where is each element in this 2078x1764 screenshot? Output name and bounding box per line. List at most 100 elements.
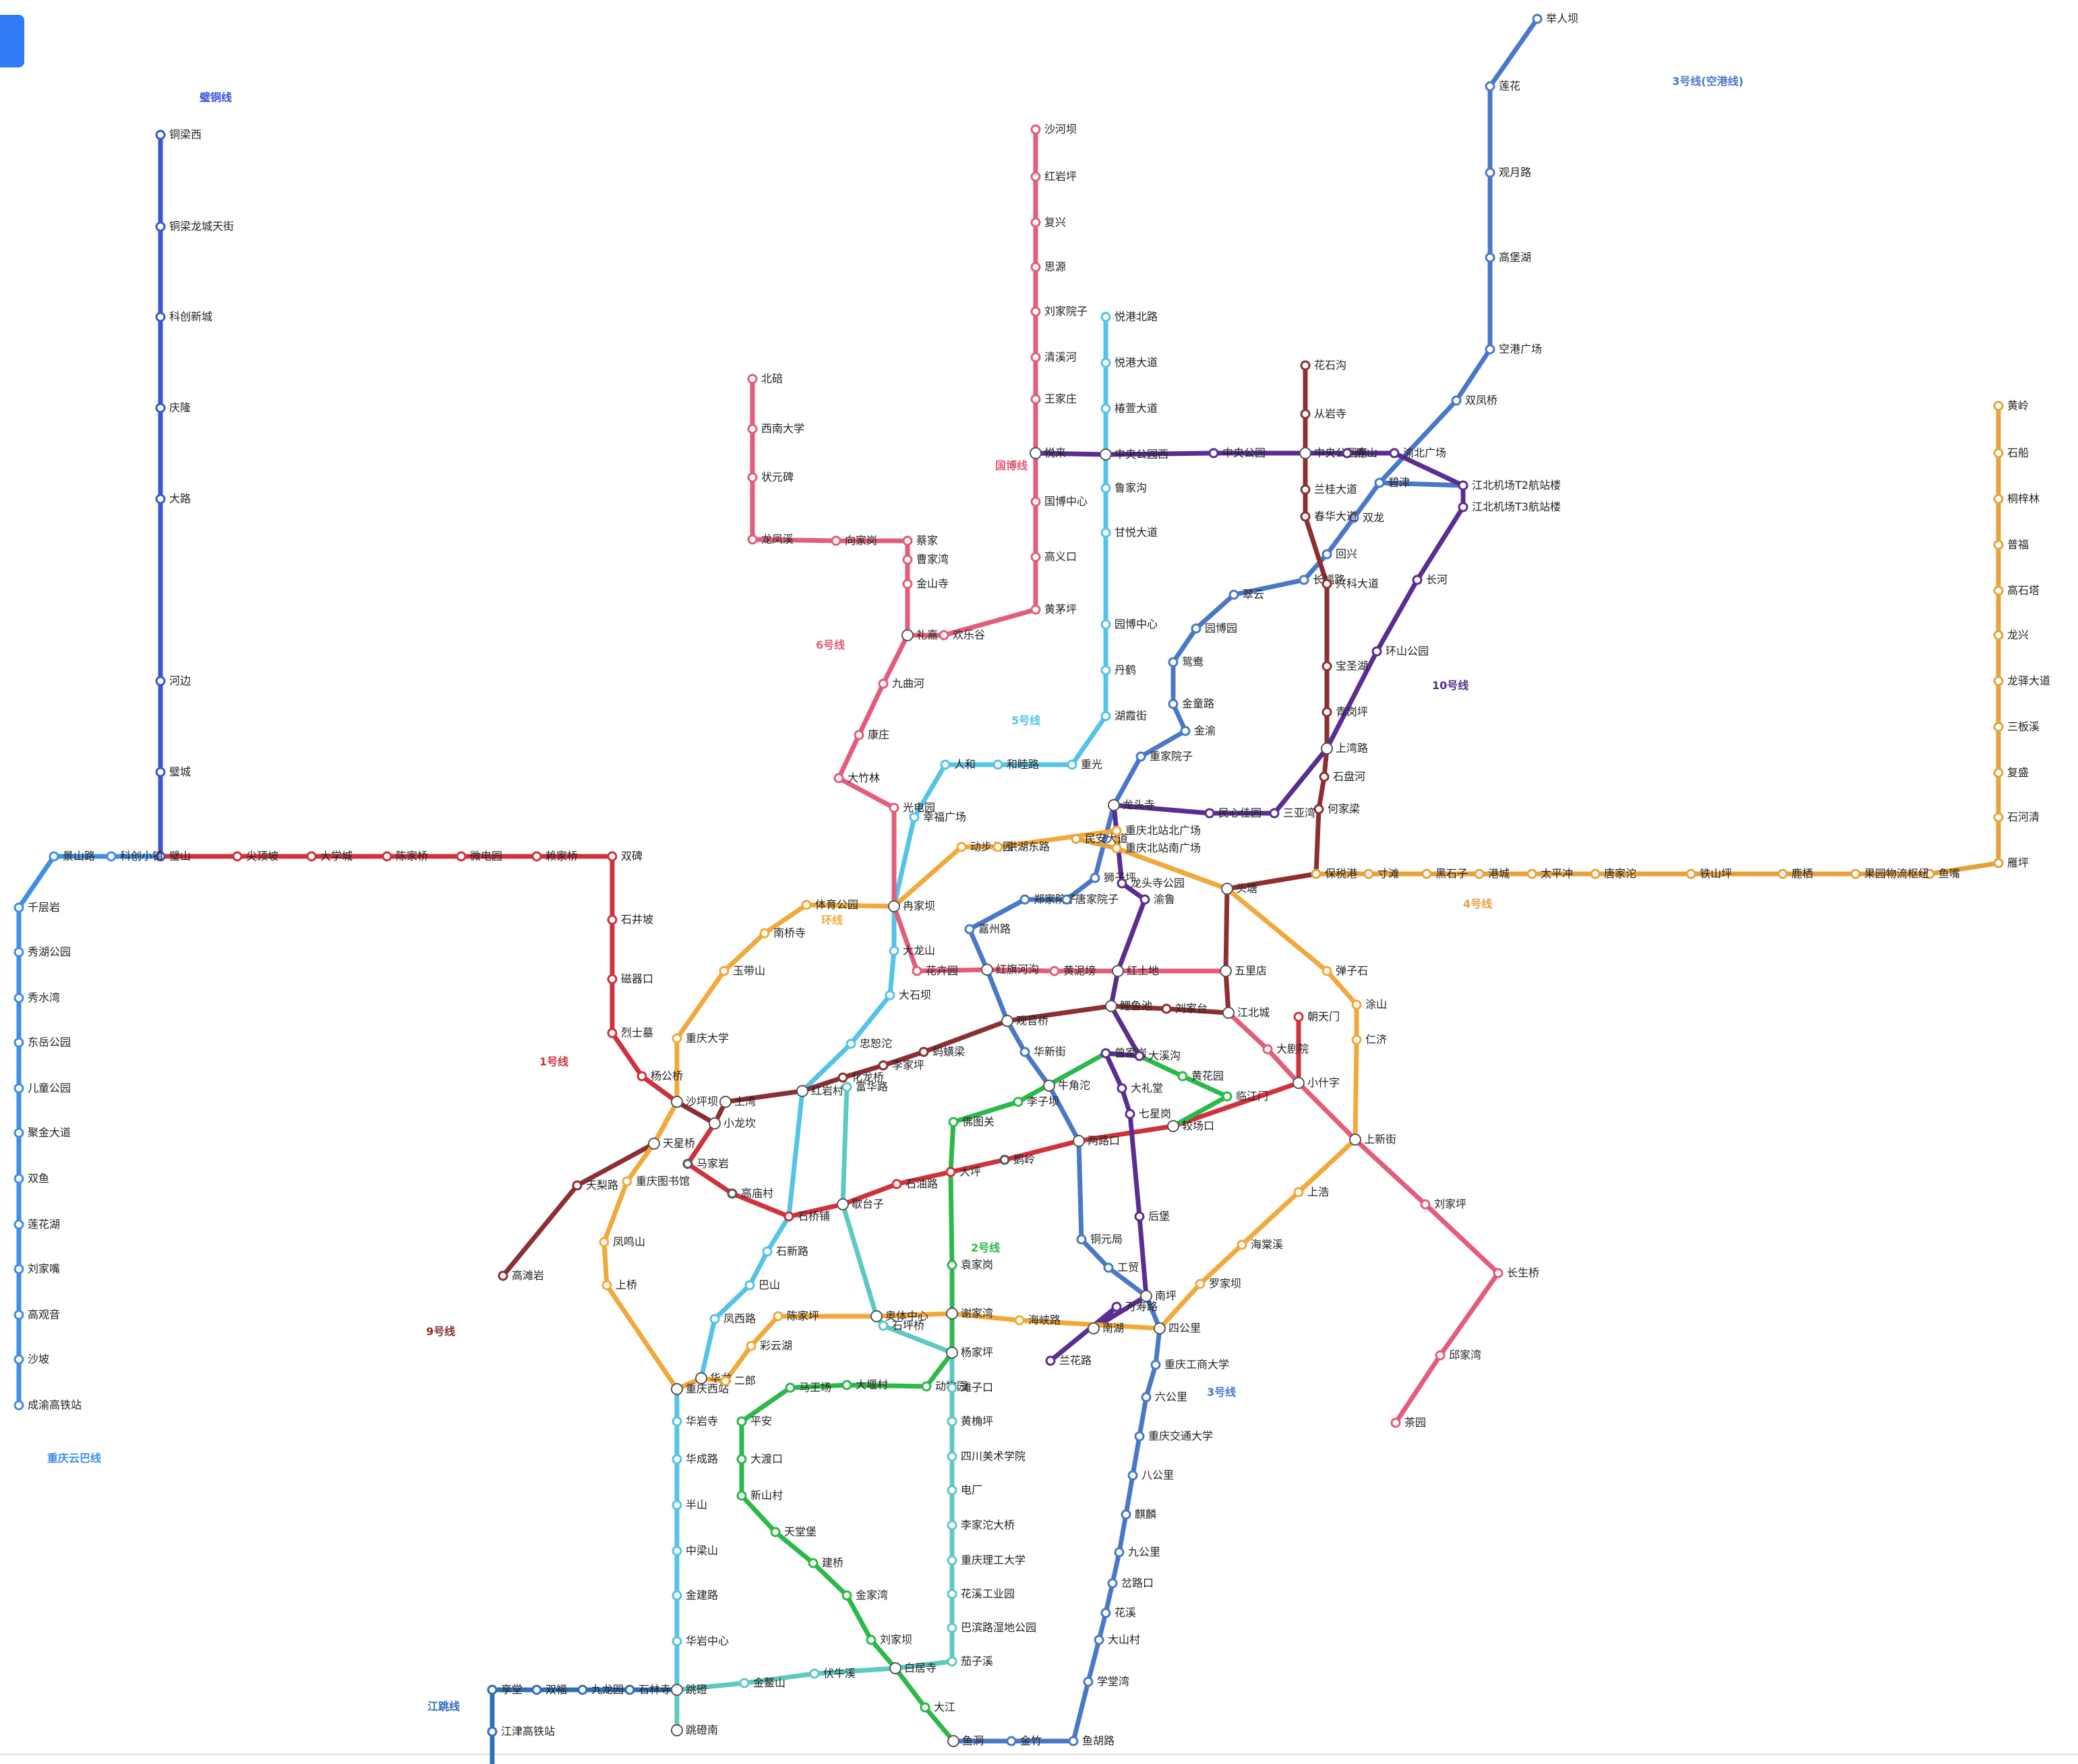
station-光电园[interactable]: 光电园: [889, 801, 935, 814]
station-罗家坝[interactable]: 罗家坝: [1195, 1277, 1241, 1290]
station-dot-icon[interactable]: [1993, 585, 2004, 596]
station-金童路[interactable]: 金童路: [1168, 697, 1214, 710]
station-蚂蟥梁[interactable]: 蚂蟥梁: [918, 1045, 965, 1058]
station-dot-icon[interactable]: [1090, 873, 1100, 883]
station-dot-icon[interactable]: [1180, 726, 1191, 736]
station-复兴[interactable]: 复兴: [1030, 216, 1066, 229]
station-黄花园[interactable]: 黄花园: [1177, 1069, 1224, 1082]
station-南桥寺[interactable]: 南桥寺: [759, 927, 806, 939]
station-dot-icon[interactable]: [13, 947, 24, 958]
station-万寿路[interactable]: 万寿路: [1111, 1300, 1158, 1313]
station-李子坝[interactable]: 李子坝: [1013, 1095, 1059, 1108]
transfer-station-icon[interactable]: [837, 1198, 849, 1210]
station-dot-icon[interactable]: [1420, 1199, 1431, 1210]
station-dot-icon[interactable]: [1019, 894, 1030, 905]
station-dot-icon[interactable]: [1030, 217, 1041, 228]
station-成渝高铁站[interactable]: 成渝高铁站: [13, 1399, 82, 1411]
station-dot-icon[interactable]: [939, 630, 949, 641]
station-儿童公园[interactable]: 儿童公园: [13, 1082, 71, 1094]
station-鹿山[interactable]: 鹿山: [1342, 446, 1377, 459]
station-高观音[interactable]: 高观音: [13, 1308, 60, 1321]
station-dot-icon[interactable]: [878, 1320, 889, 1331]
station-dot-icon[interactable]: [1100, 312, 1111, 322]
transfer-station-icon[interactable]: [1108, 799, 1120, 811]
transfer-station-icon[interactable]: [671, 1096, 683, 1108]
station-秀水湾[interactable]: 秀水湾: [13, 991, 60, 1004]
station-巴滨路湿地公园[interactable]: 巴滨路湿地公园: [947, 1621, 1036, 1634]
route-line-l3[interactable]: [951, 16, 1540, 1744]
station-石桥铺[interactable]: 石桥铺: [783, 1210, 830, 1223]
station-大竹林[interactable]: 大竹林: [833, 771, 880, 784]
station-铜梁龙城天街[interactable]: 铜梁龙城天街: [155, 220, 234, 233]
station-重光[interactable]: 重光: [1067, 758, 1102, 771]
station-高滩岩[interactable]: 高滩岩: [498, 1269, 544, 1282]
station-dot-icon[interactable]: [1168, 657, 1179, 668]
station-dot-icon[interactable]: [1134, 1211, 1145, 1222]
station-唐家沱[interactable]: 唐家沱: [1590, 867, 1636, 880]
station-dot-icon[interactable]: [947, 1416, 957, 1427]
station-空港广场[interactable]: 空港广场: [1485, 343, 1542, 355]
station-dot-icon[interactable]: [1100, 711, 1111, 722]
station-dot-icon[interactable]: [947, 1555, 957, 1566]
station-dot-icon[interactable]: [902, 535, 913, 546]
station-dot-icon[interactable]: [1117, 1083, 1127, 1094]
station-dot-icon[interactable]: [1412, 575, 1423, 585]
station-南湖[interactable]: 南湖: [1088, 1322, 1124, 1334]
station-dot-icon[interactable]: [1993, 858, 2004, 869]
station-dot-icon[interactable]: [1993, 722, 2004, 732]
station-长河[interactable]: 长河: [1412, 573, 1448, 586]
station-dot-icon[interactable]: [382, 851, 392, 862]
station-红土地[interactable]: 红土地: [1112, 964, 1159, 977]
station-黑石子[interactable]: 黑石子: [1421, 867, 1468, 880]
station-红岩坪[interactable]: 红岩坪: [1030, 170, 1077, 183]
station-dot-icon[interactable]: [739, 1678, 750, 1688]
station-dot-icon[interactable]: [1100, 483, 1111, 494]
station-dot-icon[interactable]: [155, 851, 166, 862]
station-江津高铁站[interactable]: 江津高铁站: [487, 1725, 555, 1738]
station-雁坪[interactable]: 雁坪: [1993, 856, 2029, 869]
station-弹子石[interactable]: 弹子石: [1322, 964, 1368, 977]
transfer-station-icon[interactable]: [981, 964, 993, 976]
station-dot-icon[interactable]: [833, 773, 844, 784]
station-dot-icon[interactable]: [1168, 699, 1179, 709]
station-dot-icon[interactable]: [672, 1546, 682, 1556]
station-dot-icon[interactable]: [13, 1400, 24, 1411]
station-dot-icon[interactable]: [487, 1684, 498, 1695]
station-保税港[interactable]: 保税港: [1311, 867, 1357, 880]
menu-button[interactable]: [0, 15, 24, 67]
station-dot-icon[interactable]: [1300, 360, 1311, 371]
station-dot-icon[interactable]: [232, 851, 243, 862]
station-凤鸣山[interactable]: 凤鸣山: [599, 1235, 645, 1248]
station-dot-icon[interactable]: [709, 1314, 720, 1324]
station-dot-icon[interactable]: [1342, 448, 1353, 459]
station-鲤鱼池[interactable]: 鲤鱼池: [1105, 999, 1152, 1012]
station-dot-icon[interactable]: [1177, 1071, 1188, 1082]
station-高庙村[interactable]: 高庙村: [727, 1187, 773, 1200]
station-铜元局[interactable]: 铜元局: [1076, 1233, 1123, 1245]
station-dot-icon[interactable]: [636, 1071, 647, 1082]
station-高堡湖[interactable]: 高堡湖: [1485, 251, 1531, 264]
route-line-l3b[interactable]: [1377, 480, 1466, 488]
station-茄子溪[interactable]: 茄子溪: [947, 1655, 993, 1668]
station-璧山[interactable]: 璧山: [155, 850, 191, 862]
station-dot-icon[interactable]: [841, 1082, 852, 1092]
station-白居寺[interactable]: 白居寺: [889, 1662, 937, 1674]
station-dot-icon[interactable]: [1300, 484, 1311, 495]
station-椿萱大道[interactable]: 椿萱大道: [1100, 402, 1158, 415]
station-dot-icon[interactable]: [1300, 409, 1311, 419]
station-邱家湾[interactable]: 邱家湾: [1435, 1349, 1481, 1361]
station-dot-icon[interactable]: [1049, 966, 1060, 976]
station-dot-icon[interactable]: [773, 1311, 783, 1322]
transfer-station-icon[interactable]: [1321, 742, 1333, 755]
station-长生桥[interactable]: 长生桥: [1493, 1266, 1539, 1279]
transfer-station-icon[interactable]: [1100, 448, 1112, 461]
station-鹿栖[interactable]: 鹿栖: [1777, 867, 1813, 880]
station-dot-icon[interactable]: [1993, 812, 2004, 823]
station-dot-icon[interactable]: [607, 1028, 618, 1038]
station-大石坝[interactable]: 大石坝: [885, 989, 931, 1001]
station-dot-icon[interactable]: [1435, 1350, 1446, 1361]
station-彩云湖[interactable]: 彩云湖: [746, 1339, 792, 1352]
station-黄岭[interactable]: 黄岭: [1993, 399, 2029, 412]
station-较场口[interactable]: 较场口: [1167, 1119, 1214, 1132]
station-巴山[interactable]: 巴山: [744, 1278, 780, 1291]
